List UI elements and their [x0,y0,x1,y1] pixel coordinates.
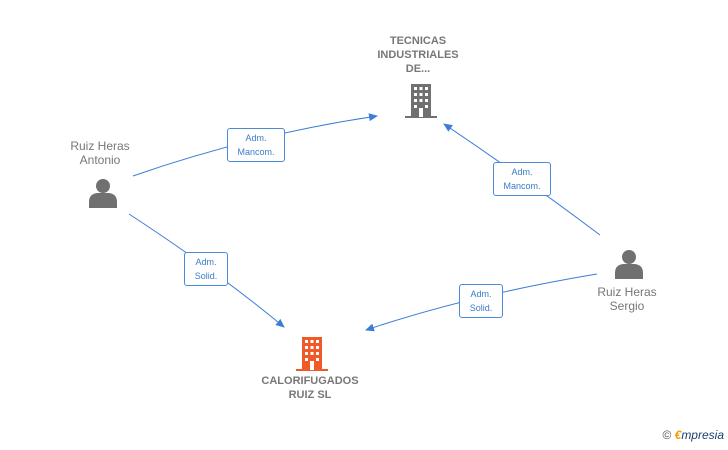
edge-label-antonio-calorifugados: Adm. Solid. [184,252,228,286]
person-name-sergio[interactable]: Ruiz Heras Sergio [597,285,657,313]
brand-name: mpresia [681,428,724,442]
person-icon [89,179,117,208]
person-name-antonio[interactable]: Ruiz Heras Antonio [70,139,130,167]
person-icon [615,250,643,279]
building-icon [296,337,328,371]
edge-label-antonio-tecnicas: Adm. Mancom. [227,128,285,162]
edge-label-sergio-tecnicas: Adm. Mancom. [493,162,551,196]
company-name-calorifugados[interactable]: CALORIFUGADOS RUIZ SL [261,375,359,401]
building-icon [405,84,437,118]
edge-label-sergio-calorifugados: Adm. Solid. [459,284,503,318]
copyright-icon: © [662,428,672,442]
empresia-watermark: © €mpresia [662,428,724,442]
brand-initial: € [674,428,682,442]
company-name-tecnicas[interactable]: TECNICAS INDUSTRIALES DE... [377,35,459,75]
